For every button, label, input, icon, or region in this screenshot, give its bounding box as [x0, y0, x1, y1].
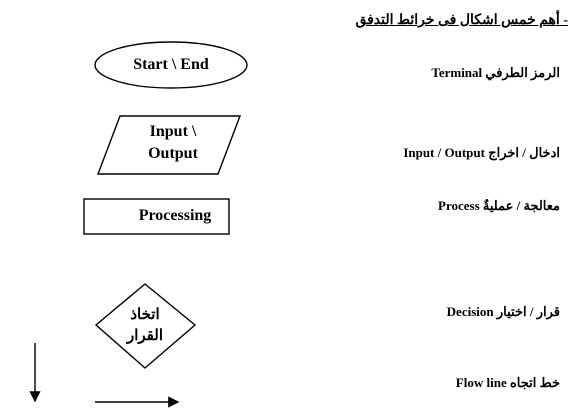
- flow-line-label: خط اتجاه Flow line: [455, 375, 560, 390]
- terminal-symbol: [94, 41, 248, 89]
- decision-symbol: [94, 283, 197, 369]
- process-text: Processing: [138, 207, 212, 224]
- process-symbol: [83, 198, 230, 235]
- decision-label: قرار / اختيار Decision: [446, 304, 560, 319]
- terminal-label: الرمز الطرفي Terminal: [431, 65, 560, 80]
- process-label: معالجة / عمليةٌ Process: [438, 198, 560, 213]
- input-output-symbol: [96, 115, 242, 175]
- decision-text-line1: اتخاذ: [130, 307, 160, 323]
- terminal-text: Start \ End: [133, 56, 209, 73]
- decision-text-line2: القرار: [126, 328, 163, 344]
- page-title: - أهم خمس اشكال فى خرائط التدفق: [355, 13, 568, 28]
- input-output-text-line2: Output: [148, 145, 198, 162]
- input-output-label: Input / Output ادخال / اخراج: [403, 145, 560, 160]
- input-output-text-line1: Input \: [149, 123, 197, 140]
